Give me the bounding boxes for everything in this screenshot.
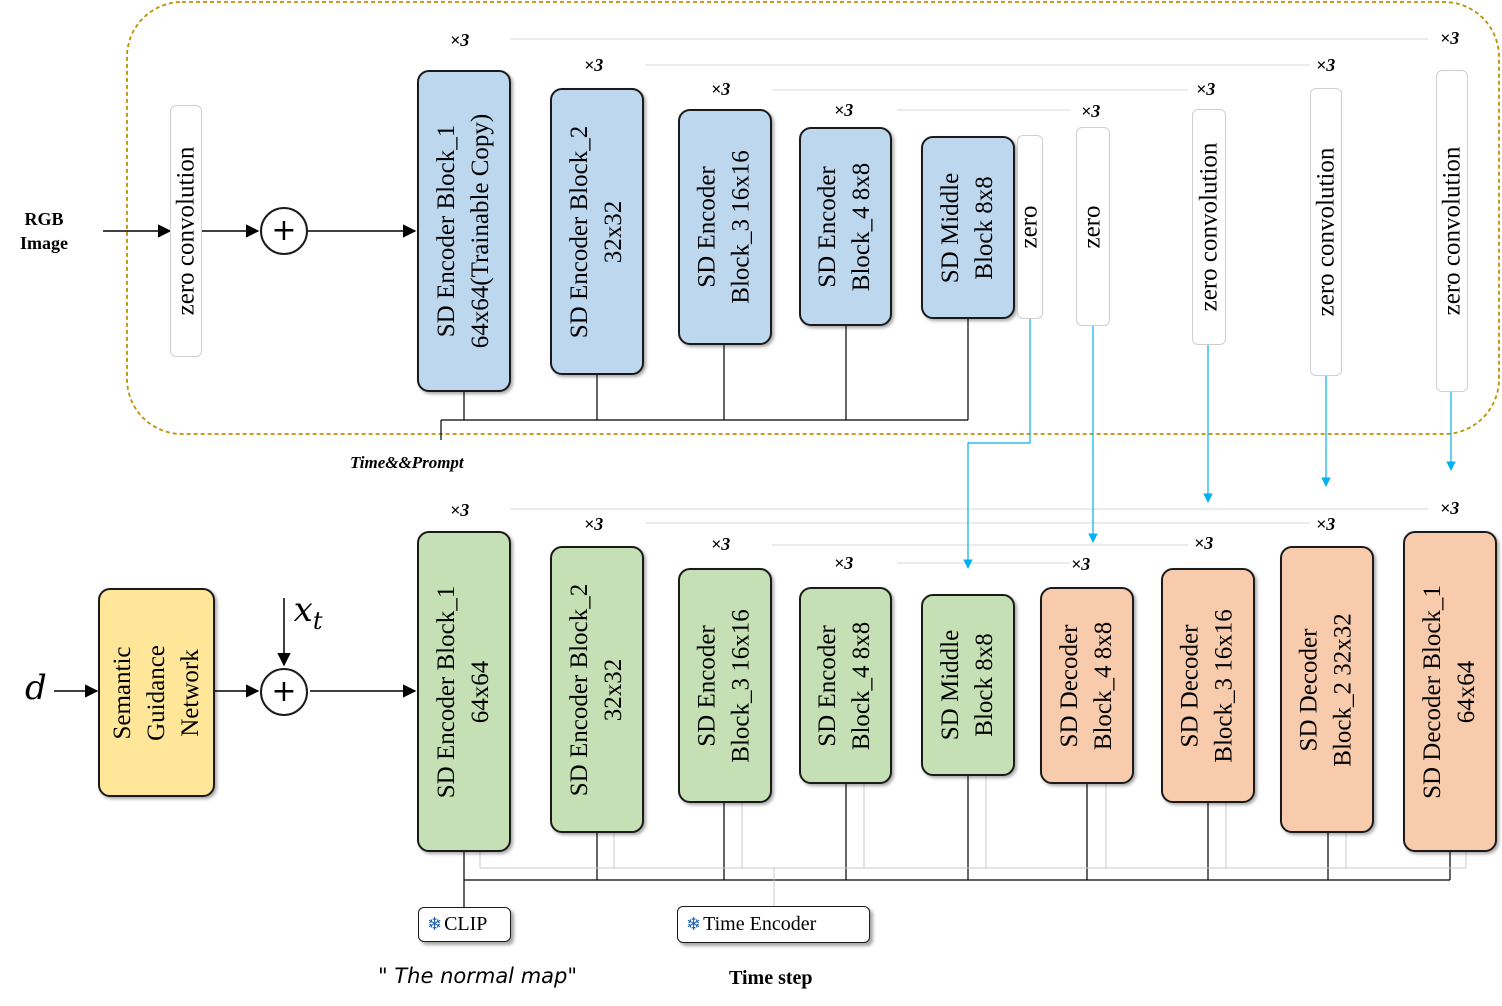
multiplier-label: ×3 [834,100,854,120]
multiplier-label: ×3 [834,553,854,573]
zero-output-2: zero [1076,127,1110,326]
main-encoder-block-1: SD Encoder Block_1 64x64 [417,531,511,852]
control-encoder-block-2: SD Encoder Block_2 32x32 [550,88,644,375]
multiplier-label: ×3 [1440,498,1460,518]
clip-encoder: ❄ CLIP [418,907,511,942]
multiplier-label: ×3 [1316,55,1336,75]
control-encoder-block-3: SD Encoder Block_3 16x16 [678,109,772,345]
zero-conv-output-3: zero convolution [1192,109,1226,345]
time-step-label: Time step [729,967,813,989]
zero-output-1: zero [1016,135,1043,319]
time-prompt-label: Time&&Prompt [350,453,464,472]
main-decoder-block-3: SD Decoder Block_3 16x16 [1161,568,1255,803]
main-encoder-block-3: SD Encoder Block_3 16x16 [678,568,772,803]
multiplier-label: ×3 [1081,101,1101,121]
main-middle-block: SD Middle Block 8x8 [921,594,1015,776]
control-encoder-block-4: SD Encoder Block_4 8x8 [799,127,892,326]
zero-conv-input: zero convolution [170,105,202,357]
snowflake-icon: ❄ [686,914,702,935]
multiplier-label: ×3 [1440,28,1460,48]
main-decoder-block-1: SD Decoder Block_1 64x64 [1403,531,1497,852]
main-encoder-block-2: SD Encoder Block_2 32x32 [550,546,644,833]
zero-conv-output-4: zero convolution [1310,88,1342,376]
x-t-label: xt [293,590,323,635]
zero-conv-output-5: zero convolution [1436,70,1468,392]
rgb-image-label: RGB Image [20,209,68,253]
multiplier-label: ×3 [584,55,604,75]
multiplier-label: ×3 [711,534,731,554]
multiplier-label: ×3 [450,500,470,520]
prompt-text-label: " The normal map" [378,964,578,988]
control-encoder-block-1: SD Encoder Block_1 64x64(Trainable Copy) [417,70,511,392]
main-decoder-block-2: SD Decoder Block_2 32x32 [1280,546,1374,833]
add-node-bottom: + [260,668,308,716]
add-node-top: + [260,207,308,255]
control-middle-block: SD Middle Block 8x8 [921,136,1015,319]
snowflake-icon: ❄ [427,914,443,935]
control-branch-frame [126,1,1500,435]
multiplier-label: ×3 [1071,554,1091,574]
multiplier-label: ×3 [1194,533,1214,553]
multiplier-label: ×3 [450,30,470,50]
time-encoder: ❄ Time Encoder [677,906,870,943]
multiplier-label: ×3 [711,79,731,99]
main-encoder-block-4: SD Encoder Block_4 8x8 [799,587,892,784]
input-d-label: d [25,668,47,708]
semantic-guidance-network: Semantic Guidance Network [98,588,215,797]
main-decoder-block-4: SD Decoder Block_4 8x8 [1040,587,1134,784]
multiplier-label: ×3 [1316,514,1336,534]
multiplier-label: ×3 [1196,79,1216,99]
multiplier-label: ×3 [584,514,604,534]
